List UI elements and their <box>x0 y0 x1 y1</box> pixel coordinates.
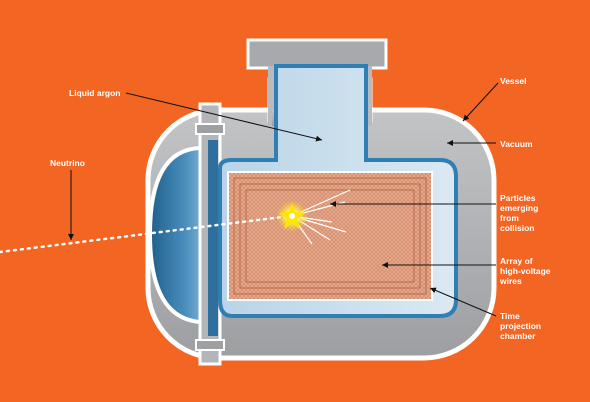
neutrino-path <box>0 214 292 254</box>
collision-flash <box>276 200 308 232</box>
label-array-of-wires: Array of high-voltage wires <box>500 256 551 286</box>
label-neutrino: Neutrino <box>50 158 85 168</box>
label-vessel: Vessel <box>500 76 527 86</box>
label-liquid-argon: Liquid argon <box>69 88 121 98</box>
leader-arrows <box>68 82 499 317</box>
label-time-projection-chamber: Time projection chamber <box>500 311 542 341</box>
end-flange <box>147 102 225 366</box>
label-particles-emerging: Particles emerging from collision <box>500 193 539 233</box>
time-projection-chamber <box>227 171 433 301</box>
label-vacuum: Vacuum <box>500 139 533 149</box>
